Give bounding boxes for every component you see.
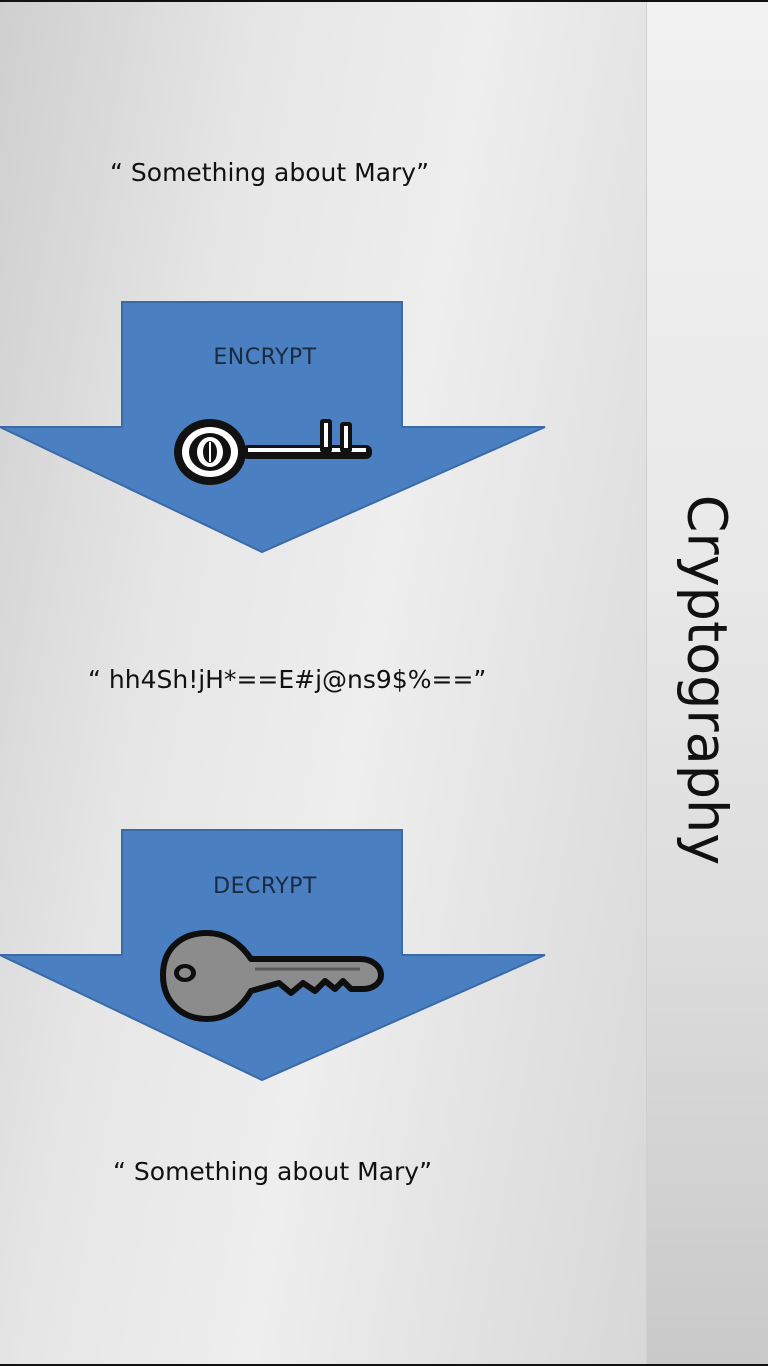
side-title: Cryptography bbox=[675, 494, 739, 866]
decrypt-label: DECRYPT bbox=[213, 874, 317, 899]
encrypt-label: ENCRYPT bbox=[213, 345, 317, 370]
ciphertext: “ hh4Sh!jH*==E#j@ns9$%==” bbox=[88, 665, 487, 694]
slide-background bbox=[0, 0, 646, 1366]
side-title-container: Cryptography bbox=[646, 470, 768, 890]
plaintext-top: “ Something about Mary” bbox=[110, 158, 430, 187]
decrypt-arrow bbox=[0, 829, 546, 1082]
skeleton-key-icon bbox=[174, 419, 372, 485]
bottom-border bbox=[0, 1364, 768, 1366]
side-panel bbox=[646, 0, 768, 1366]
encrypt-arrow bbox=[0, 301, 546, 554]
key-icon bbox=[160, 930, 384, 1022]
top-border bbox=[0, 0, 768, 2]
plaintext-bottom: “ Something about Mary” bbox=[113, 1157, 433, 1186]
